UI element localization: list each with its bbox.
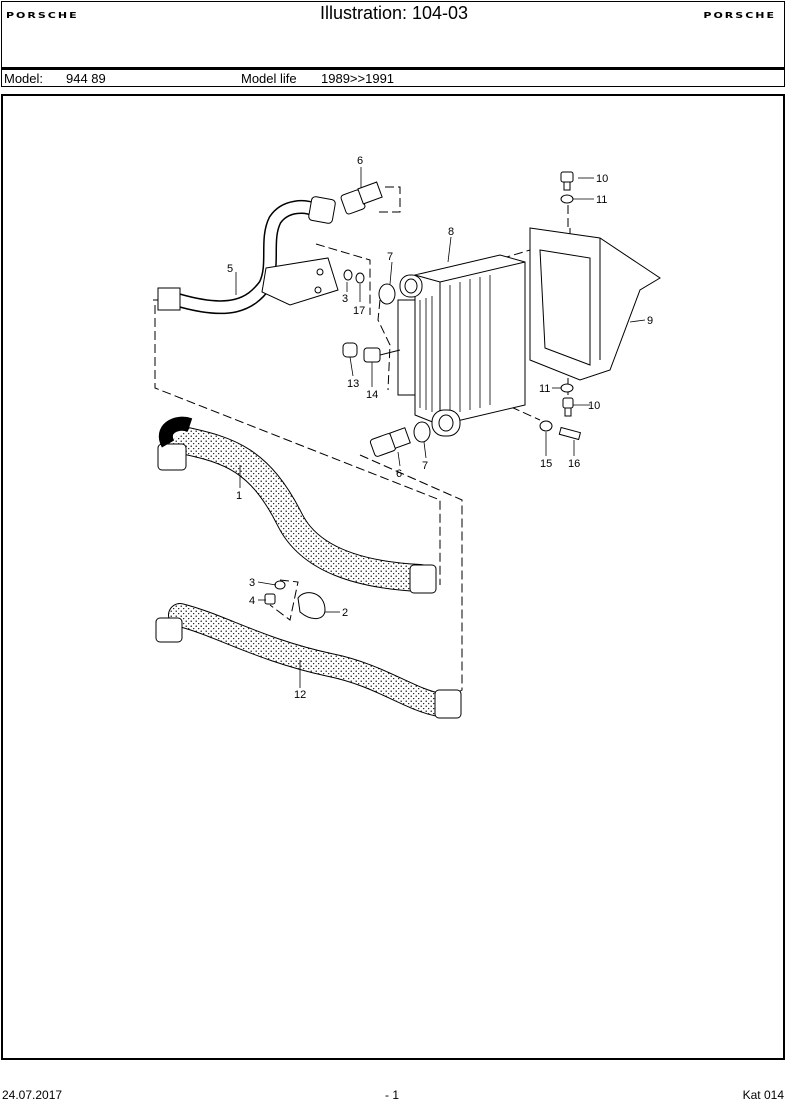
callout-labels: 6 5 8 7 3 17 10 11 9 13 14 11 10 15 16 6… xyxy=(227,155,653,701)
fitting-6-lower xyxy=(369,421,431,457)
porsche-logo-right: PORSCHE xyxy=(703,11,776,21)
hose-5 xyxy=(157,196,339,315)
callout-11-lower: 11 xyxy=(539,383,550,395)
callout-1: 1 xyxy=(236,490,242,502)
callout-17: 17 xyxy=(353,305,365,317)
callout-6-upper: 6 xyxy=(357,155,363,167)
illustration-frame xyxy=(1,94,785,1060)
callout-7-upper: 7 xyxy=(387,251,393,263)
callout-10-upper: 10 xyxy=(596,173,608,185)
leader-lines xyxy=(235,167,646,688)
footer-catalog: Kat 014 xyxy=(742,1088,784,1102)
callout-16: 16 xyxy=(568,458,580,470)
callout-10-lower: 10 xyxy=(588,400,600,412)
callout-7-lower: 7 xyxy=(422,460,428,472)
bolts-13-14 xyxy=(342,342,401,363)
callout-8: 8 xyxy=(448,226,454,238)
model-value: 944 89 xyxy=(66,71,106,86)
fitting-6-upper xyxy=(340,181,383,215)
model-life-label: Model life xyxy=(241,71,297,86)
callout-11-upper: 11 xyxy=(596,194,607,206)
callout-2: 2 xyxy=(342,607,348,619)
hardware-10-11 xyxy=(560,171,574,417)
clamp-2 xyxy=(264,580,326,619)
shroud-9 xyxy=(529,227,661,381)
callout-3-upper: 3 xyxy=(342,293,348,305)
callout-14: 14 xyxy=(366,389,378,401)
callout-4: 4 xyxy=(249,595,255,607)
callout-6-lower: 6 xyxy=(396,468,402,480)
header-box: PORSCHE Illustration: 104-03 PORSCHE xyxy=(1,1,785,68)
seals-upper xyxy=(343,269,396,305)
callout-12: 12 xyxy=(294,689,306,701)
porsche-logo-left: PORSCHE xyxy=(6,11,79,21)
hose-12 xyxy=(155,603,462,719)
oil-cooler-8 xyxy=(397,254,526,437)
hose-1 xyxy=(157,416,437,594)
callout-5: 5 xyxy=(227,263,233,275)
callout-3-lower: 3 xyxy=(249,577,255,589)
model-label: Model: xyxy=(4,71,44,86)
model-bar: Model: 944 89 Model life 1989>>1991 xyxy=(1,68,785,87)
footer-page: - 1 xyxy=(385,1088,400,1102)
page-title: Illustration: 104-03 xyxy=(319,3,469,23)
callout-15: 15 xyxy=(540,458,552,470)
callout-9: 9 xyxy=(647,315,653,327)
model-life-value: 1989>>1991 xyxy=(321,71,395,86)
footer-date: 24.07.2017 xyxy=(2,1088,63,1102)
callout-13: 13 xyxy=(347,378,359,390)
hardware-15-16 xyxy=(539,420,582,441)
